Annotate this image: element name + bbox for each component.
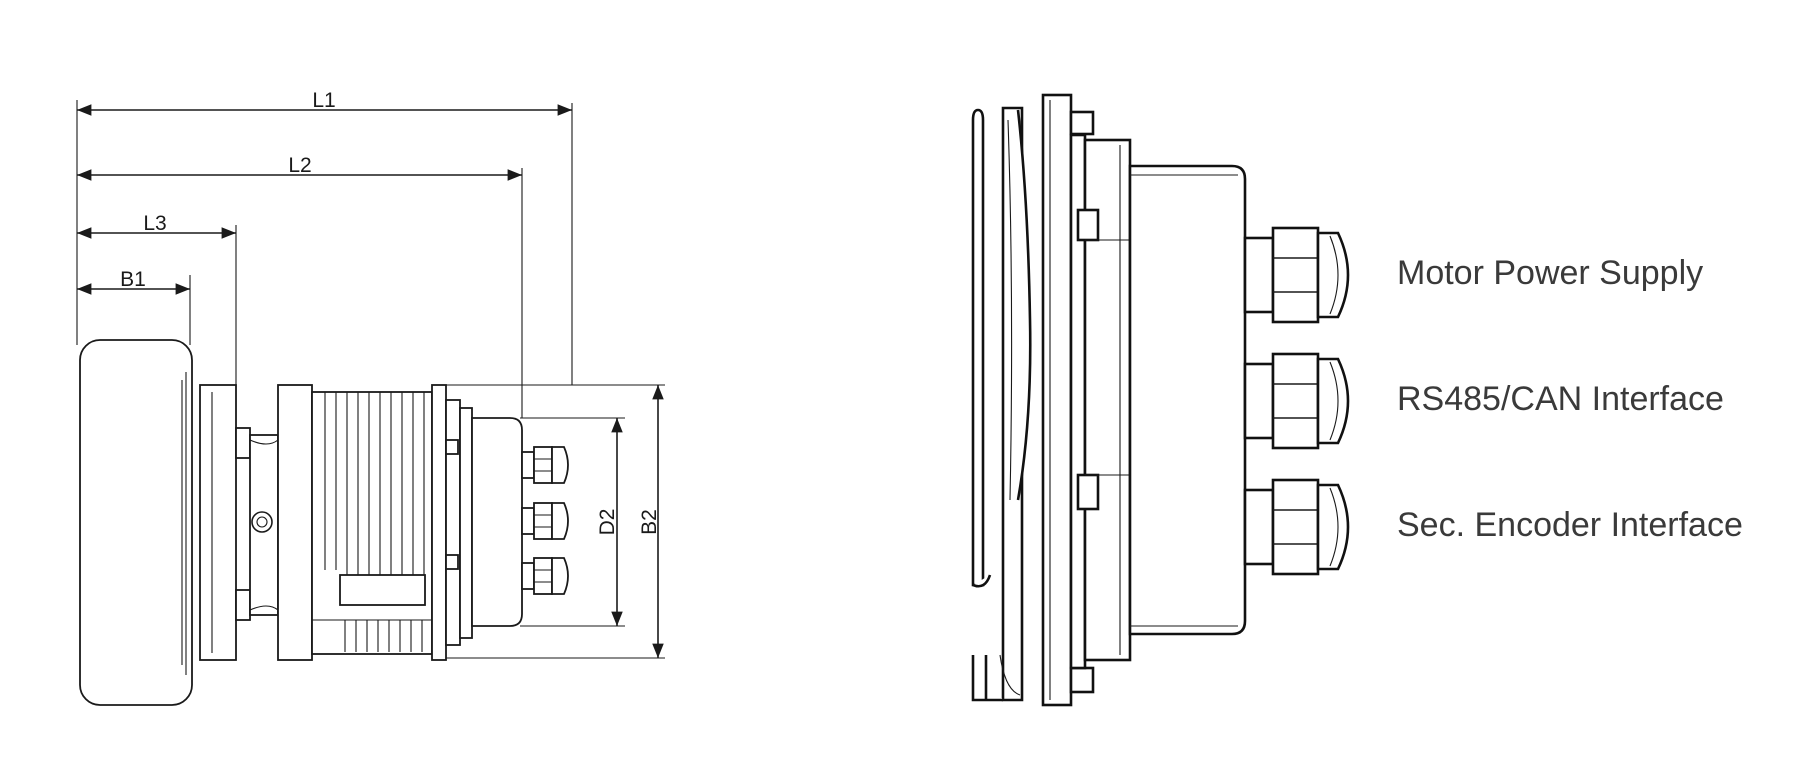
gland-side-3 [521,557,569,595]
end-cap [471,417,523,627]
finned-housing [311,391,433,655]
dim-label-l3: L3 [143,212,166,235]
connector-glands-detail [1243,226,1350,576]
callout-sec-encoder-interface: Sec. Encoder Interface [1397,506,1743,544]
detail-inner-housing [1076,138,1132,662]
cable-glands-side [521,446,569,595]
dim-label-l1: L1 [312,89,335,112]
wheel-drum [79,339,193,706]
detail-flange-plate [1041,93,1095,707]
dimension-lines [77,104,664,658]
dim-label-b2: B2 [638,509,661,535]
detail-wheel-rim [971,106,1032,702]
rear-flange [431,384,473,661]
dim-label-d2: D2 [596,509,619,536]
side-view-drawing: L1 L2 L3 B1 D2 B2 [76,89,665,706]
dim-label-b1: B1 [120,268,146,291]
callout-motor-power-supply: Motor Power Supply [1397,254,1703,292]
gland-side-1 [521,446,569,484]
gland-detail-2 [1243,352,1350,450]
mounting-flange [199,384,279,661]
dim-label-l2: L2 [288,154,311,177]
gland-detail-3 [1243,478,1350,576]
callout-rs485-can-interface: RS485/CAN Interface [1397,380,1724,418]
gland-side-2 [521,502,569,540]
detail-end-cap [1128,164,1247,636]
extension-lines [76,100,665,659]
gland-detail-1 [1243,226,1350,324]
connector-detail-view: Motor Power Supply RS485/CAN Interface S… [971,93,1743,707]
